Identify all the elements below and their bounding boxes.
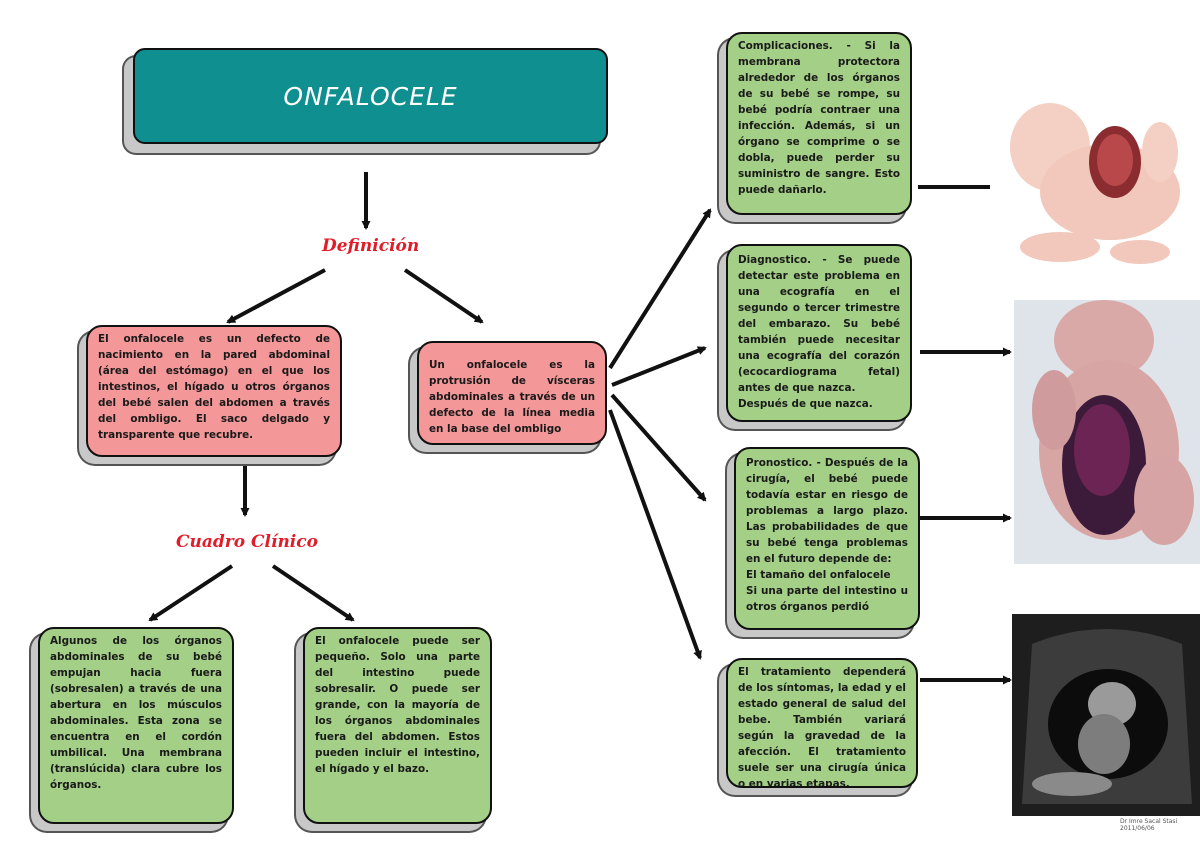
arrow-definicion-to-right <box>403 268 484 324</box>
heading-cuadro-clinico: Cuadro Clínico <box>176 532 318 552</box>
title-box: ONFALOCELE <box>133 48 608 144</box>
page-title: ONFALOCELE <box>283 81 458 111</box>
arrow-to-tratamiento <box>608 409 702 660</box>
arrow-clinico-to-left <box>148 564 234 622</box>
definition-right-box: Un onfalocele es la protrusión de víscer… <box>417 341 607 445</box>
clinical-right-box: El onfalocele puede ser pequeño. Solo un… <box>303 627 492 824</box>
definition-left-text: El onfalocele es un defecto de nacimient… <box>98 333 330 441</box>
pronostico-box: Pronostico. - Después de la cirugía, el … <box>734 447 920 630</box>
arrow-definicion-to-left <box>226 268 326 324</box>
diagnostico-extra-text: Después de que nazca. <box>738 398 873 410</box>
complicaciones-box: Complicaciones. - Si la membrana protect… <box>726 32 912 215</box>
clinical-left-box: Algunos de los órganos abdominales de su… <box>38 627 234 824</box>
pronostico-item-1: El tamaño del onfalocele <box>746 569 891 581</box>
arrow-to-complicaciones <box>608 208 712 370</box>
heading-definicion: Definición <box>322 236 420 256</box>
tratamiento-box: El tratamiento dependerá de los síntomas… <box>726 658 918 788</box>
arrow-clinico-to-right <box>271 564 355 622</box>
arrow-to-pronostico <box>610 393 707 502</box>
ultrasound-image <box>1012 614 1200 816</box>
clinical-left-text: Algunos de los órganos abdominales de su… <box>50 635 222 791</box>
diagnostico-box: Diagnostico. - Se puede detectar este pr… <box>726 244 912 422</box>
definition-right-text: Un onfalocele es la protrusión de víscer… <box>429 359 595 435</box>
arrow-to-diagnostico <box>611 346 707 387</box>
tratamiento-text: El tratamiento dependerá de los síntomas… <box>738 666 906 788</box>
definition-left-box: El onfalocele es un defecto de nacimient… <box>86 325 342 457</box>
clinical-right-text: El onfalocele puede ser pequeño. Solo un… <box>315 635 480 775</box>
pronostico-text: Pronostico. - Después de la cirugía, el … <box>746 457 908 565</box>
newborn-omphalocele-photo <box>1014 300 1200 564</box>
photo-caption: Dr Imre Sacal Stasi 2011/06/06 <box>1120 818 1178 832</box>
complicaciones-text: Complicaciones. - Si la membrana protect… <box>738 40 900 196</box>
pronostico-item-2: Si una parte del intestino u otros órgan… <box>746 585 908 613</box>
diagnostico-text: Diagnostico. - Se puede detectar este pr… <box>738 254 900 394</box>
baby-illustration-image <box>990 52 1198 268</box>
